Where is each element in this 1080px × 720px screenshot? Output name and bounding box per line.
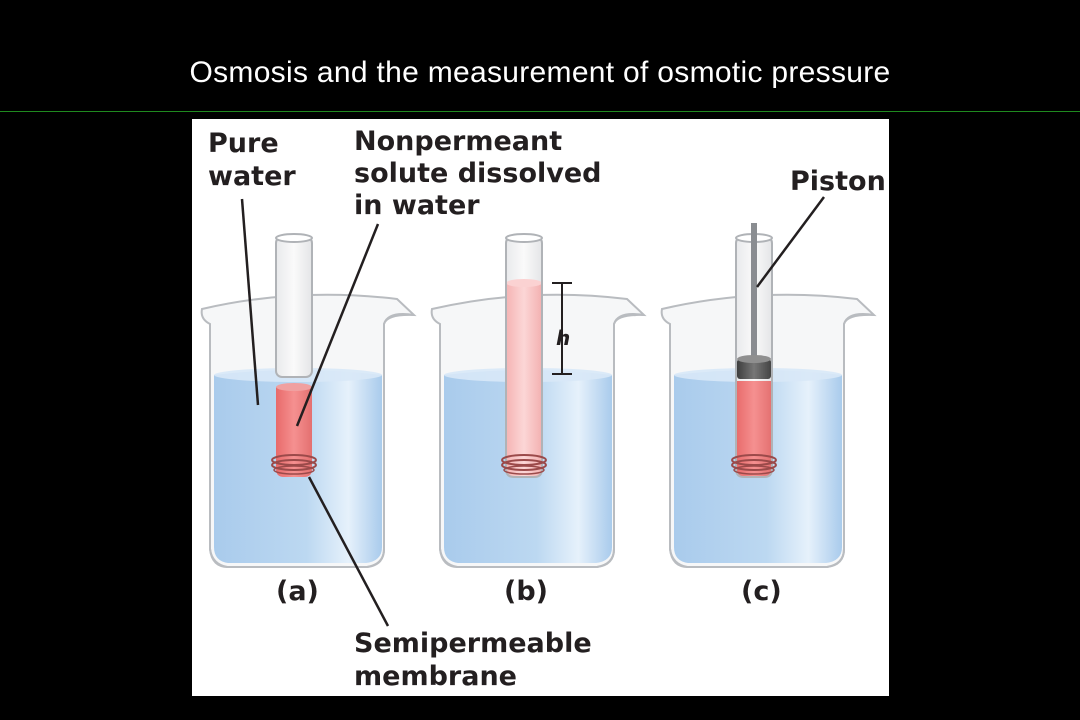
leader-solute	[295, 223, 380, 427]
title-divider	[0, 111, 1080, 112]
label-solute-line1: Nonpermeant	[354, 126, 562, 157]
panel-label-c: (c)	[741, 576, 782, 607]
leader-piston	[755, 196, 826, 288]
solution-b	[506, 379, 542, 477]
height-bracket	[552, 282, 572, 375]
osmosis-figure: Pure water Nonpermeant solute dissolved …	[192, 119, 889, 696]
membrane-a	[271, 454, 317, 475]
label-pure-water-line1: Pure	[208, 128, 279, 159]
slide-title: Osmosis and the measurement of osmotic p…	[189, 56, 891, 89]
label-solute-line2: solute dissolved	[354, 158, 601, 189]
panel-label-b: (b)	[504, 576, 548, 607]
beaker-c	[660, 223, 877, 568]
label-pure-water-line2: water	[208, 161, 296, 192]
tube-a-upper	[275, 236, 313, 378]
label-membrane-line2: membrane	[354, 661, 517, 692]
solution-b-raised	[506, 283, 542, 379]
panel-label-a: (a)	[276, 576, 319, 607]
osmosis-diagram: Pure water Nonpermeant solute dissolved …	[200, 126, 886, 692]
label-solute-line3: in water	[354, 190, 480, 221]
piston-head	[737, 359, 771, 379]
beaker-b	[430, 233, 647, 568]
piston-rod	[751, 223, 757, 361]
leader-pure-water	[240, 198, 260, 406]
label-height: h	[556, 326, 570, 350]
membrane-b	[501, 454, 547, 475]
leader-membrane	[307, 476, 390, 627]
membrane-c	[731, 454, 777, 475]
label-membrane-line1: Semipermeable	[354, 628, 592, 659]
solution-c	[736, 381, 772, 477]
leader-lines	[240, 196, 826, 627]
label-piston: Piston	[790, 166, 886, 197]
